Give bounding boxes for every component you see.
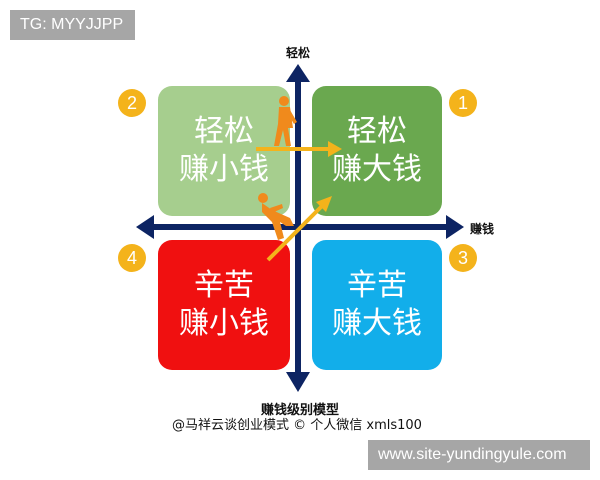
quadrant-3-box: 辛苦 赚大钱 [312, 240, 442, 370]
walking-person-icon [274, 96, 297, 146]
quadrant-2-box: 轻松 赚小钱 [158, 86, 290, 216]
x-axis-label: 赚钱 [470, 222, 495, 236]
arrow-right-icon [446, 215, 464, 239]
quadrant-4-line1: 辛苦 [194, 268, 254, 303]
quadrant-1-box: 轻松 赚大钱 [312, 86, 442, 216]
quadrant-1-line1: 轻松 [347, 114, 407, 149]
quadrant-1-line2: 赚大钱 [332, 152, 422, 187]
arrow-left-icon [136, 215, 154, 239]
watermark-top-left: TG: MYYJJPP [10, 10, 135, 40]
quadrant-2-line1: 轻松 [194, 114, 254, 149]
arrow-up-icon [286, 64, 310, 82]
transition-arrow-2-to-1 [256, 141, 342, 157]
arrow-down-icon [286, 372, 310, 392]
badge-4: 4 [118, 244, 146, 272]
badge-2: 2 [118, 89, 146, 117]
watermark-bottom-right: www.site-yundingyule.com [368, 440, 590, 470]
diagram-title: 赚钱级别模型 [260, 403, 339, 418]
y-axis-label: 轻松 [286, 46, 311, 60]
quadrant-4-line2: 赚小钱 [179, 306, 269, 341]
quadrant-2-line2: 赚小钱 [179, 152, 269, 187]
climbing-person-icon [258, 193, 294, 240]
quadrant-3-line1: 辛苦 [347, 268, 407, 303]
badge-1: 1 [449, 89, 477, 117]
diagram-credit: @马祥云谈创业模式 © 个人微信 xmls100 [172, 418, 422, 433]
quadrant-4-box: 辛苦 赚小钱 [158, 240, 290, 370]
quadrant-3-line2: 赚大钱 [332, 306, 422, 341]
badge-3: 3 [449, 244, 477, 272]
transition-arrow-4-to-1 [266, 196, 332, 262]
